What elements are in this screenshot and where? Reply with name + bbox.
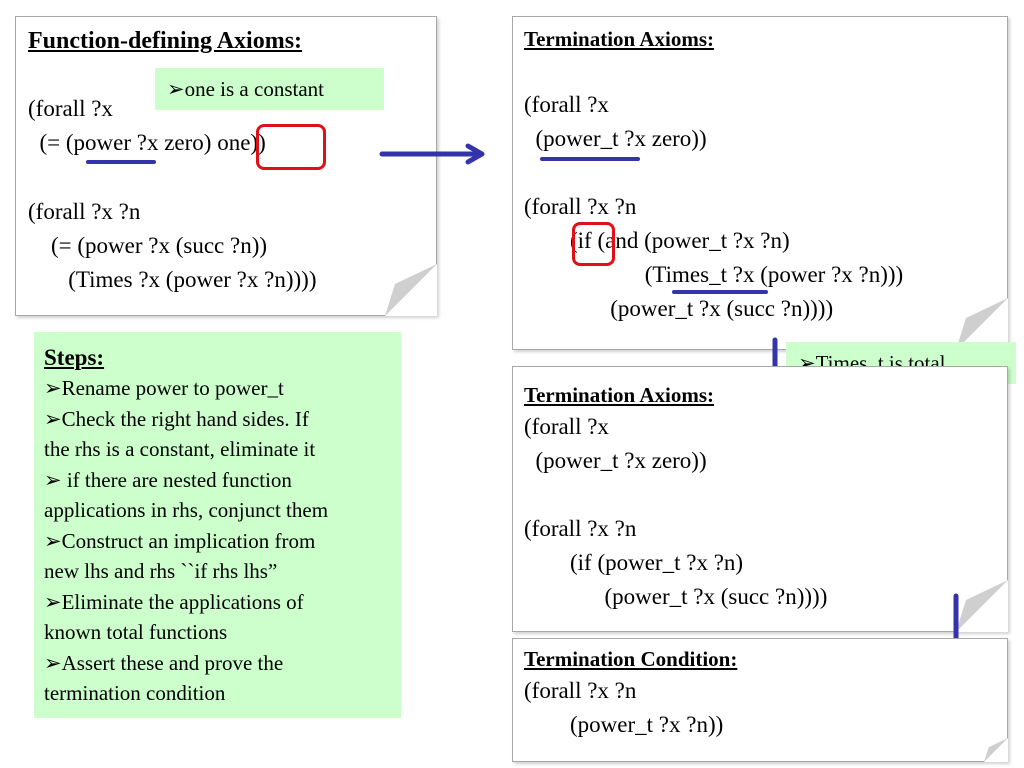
page-curl-icon <box>984 738 1008 762</box>
step-item: applications in rhs, conjunct them <box>44 498 329 522</box>
termination-axioms-title: Termination Axioms: <box>524 27 714 51</box>
step-item: ➢Eliminate the applications of <box>44 590 304 614</box>
axiom-line: (forall ?x ?n <box>28 199 141 224</box>
steps-title: Steps: <box>44 345 105 370</box>
function-axioms-note <box>15 16 437 316</box>
termination-condition-title: Termination Condition: <box>524 647 738 671</box>
steps-panel <box>34 332 401 718</box>
power-underline <box>86 160 156 164</box>
termination-condition-line: (power_t ?x ?n)) <box>524 712 724 737</box>
callout-one-constant: ➢one is a constant <box>155 68 384 110</box>
step-item: ➢Assert these and prove the <box>44 651 284 675</box>
termination-line: (forall ?x ?n <box>524 516 637 541</box>
termination-line: (power_t ?x zero)) <box>524 126 707 151</box>
termination-axioms-note <box>512 16 1008 350</box>
page-curl-icon <box>956 580 1008 632</box>
step-item: ➢Check the right hand sides. If <box>44 407 309 431</box>
termination-line: (if (and (power_t ?x ?n) <box>524 228 790 253</box>
power-t-underline <box>540 157 640 161</box>
axiom-line: (= (power ?x (succ ?n)) <box>28 233 268 258</box>
step-item: the rhs is a constant, eliminate it <box>44 437 316 461</box>
step-item: ➢ if there are nested function <box>44 468 292 492</box>
step-item: new lhs and rhs ``if rhs lhs” <box>44 559 278 583</box>
termination-condition-note <box>512 638 1008 762</box>
termination-line: (forall ?x ?n <box>524 194 637 219</box>
one-highlight-box <box>256 124 326 170</box>
step-item: known total functions <box>44 620 228 644</box>
termination-line: (Times_t ?x (power ?x ?n))) <box>524 262 904 287</box>
times-t-underline <box>672 290 768 294</box>
termination-line: (power_t ?x (succ ?n)))) <box>524 584 828 609</box>
page-curl-icon <box>956 298 1008 350</box>
axiom-line: (forall ?x <box>28 96 113 121</box>
termination-line: (power_t ?x (succ ?n)))) <box>524 296 834 321</box>
termination-line: (forall ?x <box>524 414 609 439</box>
step-item: termination condition <box>44 681 226 705</box>
termination-line: (forall ?x <box>524 92 609 117</box>
arrow-right-icon <box>379 143 485 165</box>
if-highlight-box <box>572 222 615 266</box>
step-item: ➢Rename power to power_t <box>44 376 284 400</box>
termination-axioms-title: Termination Axioms: <box>524 383 714 407</box>
function-axioms-title: Function-defining Axioms: <box>28 28 303 54</box>
axiom-line: (= (power ?x zero) one)) <box>28 130 266 155</box>
termination-axioms-note-simplified <box>512 366 1008 632</box>
page-curl-icon <box>385 264 437 316</box>
termination-line: (if (power_t ?x ?n) <box>524 550 744 575</box>
step-item: ➢Construct an implication from <box>44 529 316 553</box>
termination-line: (power_t ?x zero)) <box>524 448 707 473</box>
axiom-line: (Times ?x (power ?x ?n)))) <box>28 267 317 292</box>
termination-condition-line: (forall ?x ?n <box>524 678 637 703</box>
